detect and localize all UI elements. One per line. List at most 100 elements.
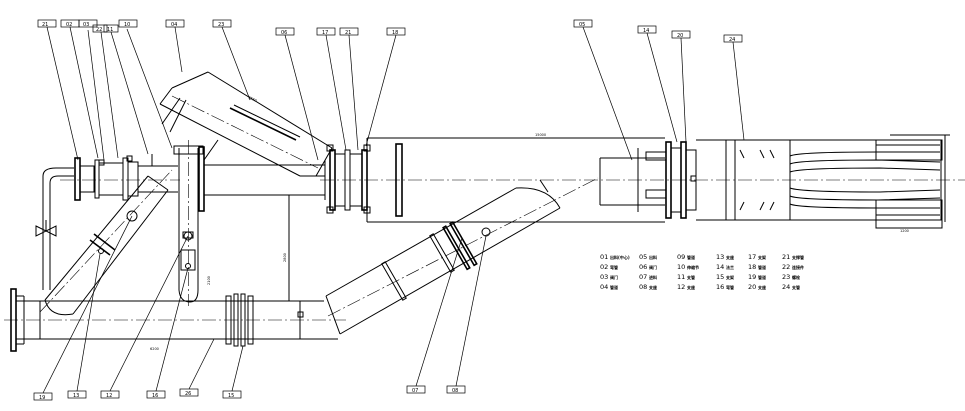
svg-text:06: 06 (281, 30, 287, 36)
tag-04: 04 (165, 19, 185, 28)
legend-name-14: 法兰 (726, 264, 734, 270)
legend-code-20: 20 (748, 283, 756, 291)
tube-bundle-head (725, 134, 950, 229)
tag-19: 19 (33, 392, 53, 401)
tag-03: 03 (78, 19, 98, 28)
svg-text:07: 07 (412, 388, 418, 394)
tag-06: 06 (275, 27, 295, 36)
bottom-leader-lines (42, 215, 487, 394)
svg-text:19: 19 (39, 395, 45, 401)
svg-text:14: 14 (643, 28, 649, 34)
tag-15: 15 (222, 390, 242, 399)
top-part-tags: 21 02 03 22 11 10 04 23 06 17 21 18 05 1… (37, 19, 743, 43)
dim-side-a: 1560 (248, 95, 258, 103)
legend-code-21: 21 (782, 253, 790, 261)
dim-riser-a: 2800 (283, 253, 287, 262)
tag-23: 23 (212, 19, 232, 28)
tag-21b: 21 (339, 27, 359, 36)
svg-text:18: 18 (392, 30, 398, 36)
legend-name-10: 伸缩节 (686, 264, 699, 270)
top-leader-lines (46, 26, 745, 161)
legend-name-13: 支座 (725, 254, 734, 260)
legend-name-20: 支座 (757, 284, 766, 290)
legend-name-23: 螺栓 (792, 274, 800, 280)
tag-11: 11 (103, 24, 119, 33)
lower-horizontal-pipe (4, 288, 346, 352)
tag-24: 24 (723, 34, 743, 43)
legend-name-19: 管道 (758, 274, 766, 280)
svg-text:17: 17 (322, 30, 328, 36)
svg-text:16: 16 (152, 393, 158, 399)
legend-code-05: 05 (639, 253, 647, 261)
legend-code-14: 14 (716, 263, 724, 271)
legend-name-12: 支座 (686, 284, 695, 290)
legend-code-09: 09 (677, 253, 685, 261)
tag-12: 12 (100, 390, 120, 399)
legend-name-11: 支管 (686, 274, 695, 280)
legend-code-24: 24 (782, 283, 790, 291)
legend-name-16: 弯管 (726, 284, 734, 290)
dim-riser-b: 2100 (207, 276, 211, 285)
dim-upper-length: 6200 (150, 347, 159, 351)
svg-text:11: 11 (107, 27, 113, 33)
tag-18: 18 (386, 27, 406, 36)
legend-code-10: 10 (677, 263, 685, 271)
legend-code-23: 23 (782, 273, 790, 281)
tag-08: 08 (446, 385, 466, 394)
legend-name-05: 出料 (649, 254, 657, 260)
legend-name-01: 出料(中心) (610, 254, 630, 260)
dimension-notes: 15000 6200 2800 2100 1560 1200 (150, 95, 909, 351)
legend-name-08: 支座 (648, 284, 657, 290)
svg-text:13: 13 (73, 393, 79, 399)
legend-code-12: 12 (677, 283, 685, 291)
legend-code-17: 17 (748, 253, 756, 261)
legend-name-07: 进料 (649, 274, 657, 280)
legend-code-08: 08 (639, 283, 647, 291)
legend-code-04: 04 (600, 283, 608, 291)
legend-code-13: 13 (716, 253, 724, 261)
bottom-part-tags: 19 13 12 16 26 15 07 08 (33, 385, 466, 401)
legend-code-22: 22 (782, 263, 790, 271)
tag-16: 16 (146, 390, 166, 399)
svg-text:05: 05 (579, 22, 585, 28)
svg-text:02: 02 (66, 22, 72, 28)
svg-text:04: 04 (171, 22, 177, 28)
svg-text:21: 21 (345, 30, 351, 36)
tag-17: 17 (316, 27, 336, 36)
legend-name-15: 支架 (725, 274, 734, 280)
dim-side-b: 1200 (900, 229, 909, 233)
tag-14: 14 (637, 25, 657, 34)
svg-text:26: 26 (185, 391, 191, 397)
svg-text:12: 12 (106, 393, 112, 399)
legend-code-01: 01 (600, 253, 608, 261)
left-feed-loop (35, 154, 180, 290)
svg-text:20: 20 (677, 33, 683, 39)
right-flange-connection (645, 139, 726, 221)
upper-main-pipe (320, 137, 965, 223)
vertical-riser (173, 140, 205, 306)
legend-code-02: 02 (600, 263, 608, 271)
legend-code-18: 18 (748, 263, 756, 271)
legend-code-07: 07 (639, 273, 647, 281)
tag-10: 10 (118, 19, 138, 28)
svg-text:10: 10 (124, 22, 130, 28)
legend-name-09: 管道 (687, 254, 695, 260)
tag-13: 13 (67, 390, 87, 399)
legend-name-18: 管道 (758, 264, 766, 270)
svg-text:03: 03 (83, 22, 89, 28)
legend-code-15: 15 (716, 273, 724, 281)
svg-text:22: 22 (96, 27, 102, 33)
legend-code-16: 16 (716, 283, 724, 291)
dim-main-length: 15000 (535, 133, 546, 137)
tag-26: 26 (179, 388, 199, 397)
legend-name-04: 管道 (610, 284, 618, 290)
svg-text:15: 15 (228, 393, 234, 399)
legend-name-22: 连接件 (792, 264, 804, 270)
legend-name-17: 支架 (757, 254, 766, 260)
left-inclined-pipe (39, 169, 173, 316)
legend-name-24: 支管 (791, 284, 800, 290)
tag-20: 20 (671, 30, 691, 39)
tag-05: 05 (573, 19, 593, 28)
